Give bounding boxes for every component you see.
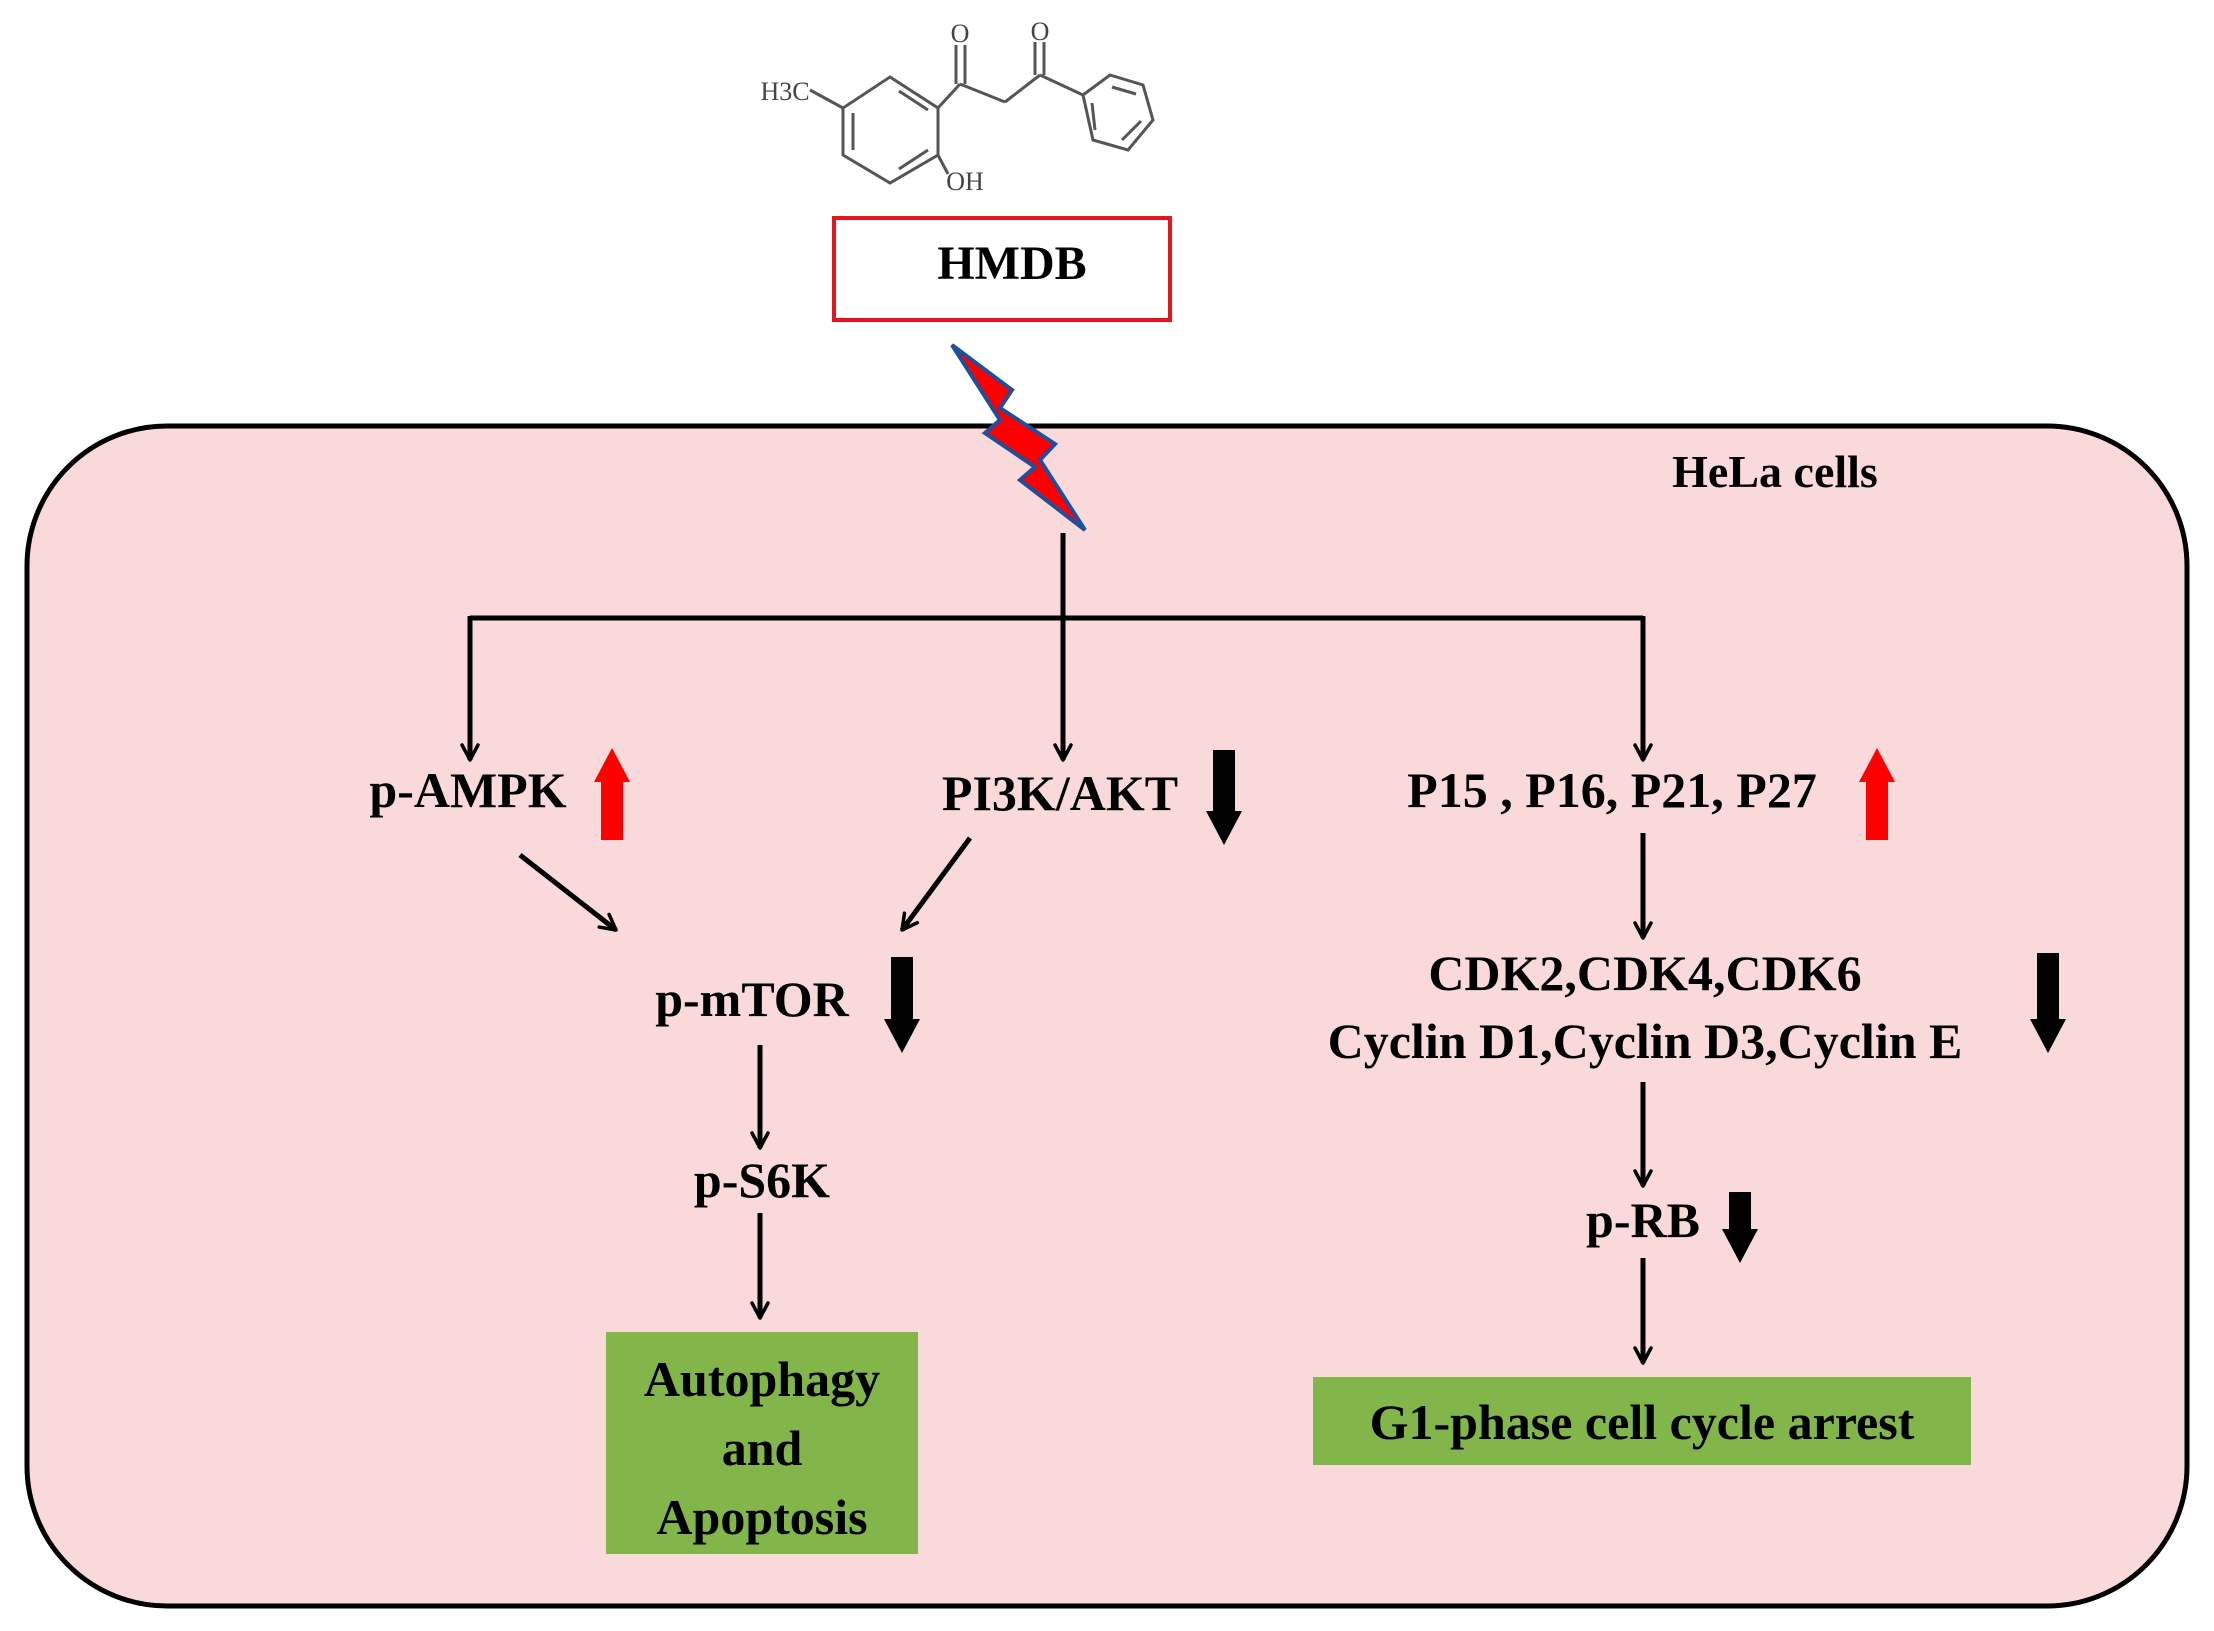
pathway-connectors [460, 533, 1653, 1365]
hela-cell-boundary [24, 423, 2190, 1609]
hydroxyl-bond [936, 154, 950, 175]
node-p-proteins: P15 , P16, P21, P27 [1407, 762, 1817, 818]
cell-label: HeLa cells [1672, 446, 1878, 497]
ampk-up-arrow-icon [594, 748, 630, 840]
outcome-autophagy-line3: Apoptosis [656, 1489, 867, 1545]
node-p-ampk: p-AMPK [369, 762, 566, 818]
node-cdk-line1: CDK2,CDK4,CDK6 [1428, 945, 1861, 1001]
hmdb-label: HMDB [937, 237, 1086, 290]
cdk-down-arrow-icon [2030, 953, 2066, 1053]
outcome-box-arrest [1313, 1377, 1971, 1465]
p-proteins-up-arrow-icon [1859, 748, 1895, 840]
pi3k-down-arrow-icon [1206, 750, 1242, 845]
node-p-rb: p-RB [1586, 1192, 1700, 1248]
arrow-pi3k-to-mtor [899, 836, 973, 932]
outcome-arrest: G1-phase cell cycle arrest [1370, 1394, 1915, 1450]
mtor-down-arrow-icon [884, 957, 920, 1053]
node-p-mtor: p-mTOR [655, 971, 849, 1027]
node-cdk-line2: Cyclin D1,Cyclin D3,Cyclin E [1328, 1013, 1963, 1069]
right-benzene-ring [1081, 73, 1155, 152]
carbonyl-oxygen-label-1: O [951, 19, 970, 48]
methyl-label: H3C [760, 77, 809, 106]
outcome-autophagy-line1: Autophagy [644, 1351, 880, 1407]
outcome-box-autophagy [606, 1332, 918, 1554]
carbonyl-oxygen-label-2: O [1031, 17, 1050, 46]
lightning-bolt-icon [950, 343, 1087, 532]
methyl-bond [809, 88, 844, 110]
regulation-arrows [594, 748, 2066, 1263]
hmdb-chemical-structure [809, 42, 1155, 185]
arrow-ampk-to-mtor [518, 853, 618, 932]
rb-down-arrow-icon [1722, 1192, 1758, 1263]
hmdb-label-box [832, 216, 1172, 322]
node-p-s6k: p-S6K [694, 1152, 830, 1208]
left-benzene-ring [841, 75, 940, 185]
hydroxyl-label: OH [946, 167, 984, 196]
node-pi3k-akt: PI3K/AKT [942, 765, 1178, 821]
outcome-autophagy-line2: and [722, 1420, 803, 1476]
